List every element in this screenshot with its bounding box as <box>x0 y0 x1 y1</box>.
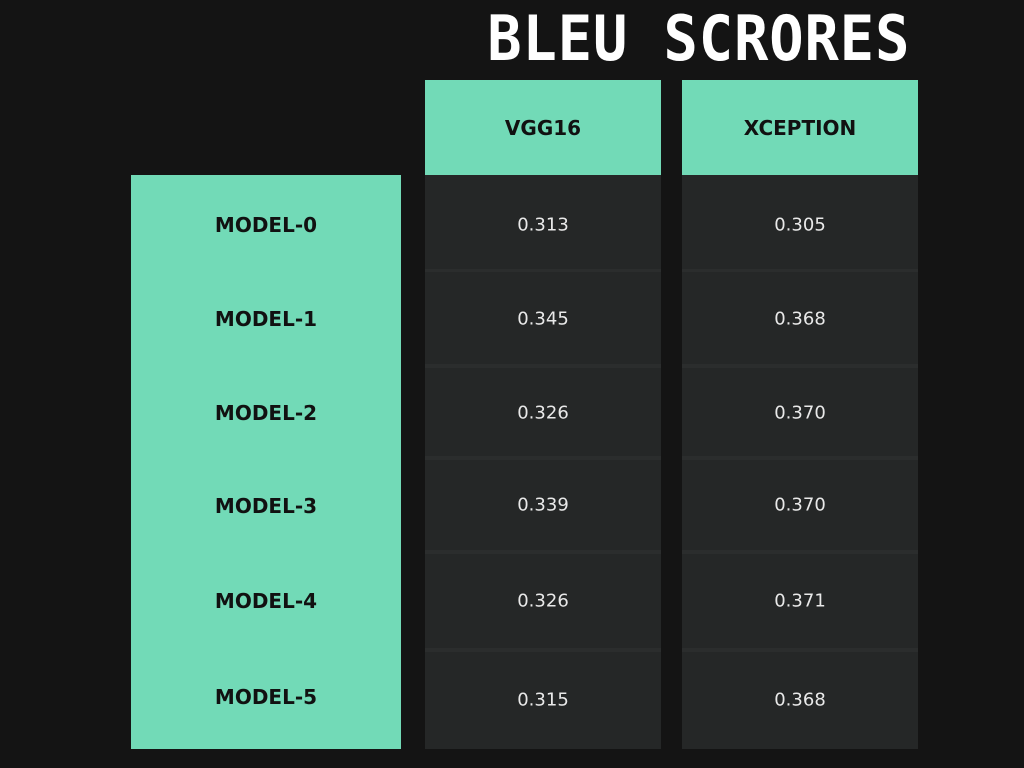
cell-value: 0.345 <box>517 308 569 330</box>
table-cell <box>682 368 918 456</box>
table-cell <box>682 652 918 749</box>
cell-value: 0.370 <box>774 494 826 516</box>
cell-value: 0.368 <box>774 689 826 711</box>
cell-value: 0.315 <box>517 689 569 711</box>
row-label-model-2: MODEL-2 <box>214 401 318 425</box>
column-header-xception: XCEPTION <box>682 80 918 175</box>
row-label-panel <box>131 175 401 749</box>
table-cell <box>425 652 661 749</box>
cell-value: 0.305 <box>774 214 826 236</box>
table-cell <box>682 272 918 364</box>
table-cell <box>682 460 918 550</box>
page-title: BLEU SCRORES <box>487 2 911 75</box>
table-cell <box>425 554 661 648</box>
cell-value: 0.371 <box>774 590 826 612</box>
row-label-model-3: MODEL-3 <box>214 494 318 518</box>
cell-value: 0.326 <box>517 590 569 612</box>
row-label-model-0: MODEL-0 <box>214 213 318 237</box>
table-cell <box>425 368 661 456</box>
cell-value: 0.326 <box>517 402 569 424</box>
table-cell <box>682 554 918 648</box>
row-label-model-1: MODEL-1 <box>214 307 318 331</box>
cell-value: 0.339 <box>517 494 569 516</box>
cell-value: 0.370 <box>774 402 826 424</box>
table-cell <box>682 175 918 269</box>
row-label-model-4: MODEL-4 <box>214 589 318 613</box>
row-label-model-5: MODEL-5 <box>214 685 318 709</box>
table-cell <box>425 460 661 550</box>
cell-value: 0.368 <box>774 308 826 330</box>
column-header-vgg16: VGG16 <box>425 80 661 175</box>
table-cell <box>425 175 661 269</box>
cell-value: 0.313 <box>517 214 569 236</box>
table-cell <box>425 272 661 364</box>
